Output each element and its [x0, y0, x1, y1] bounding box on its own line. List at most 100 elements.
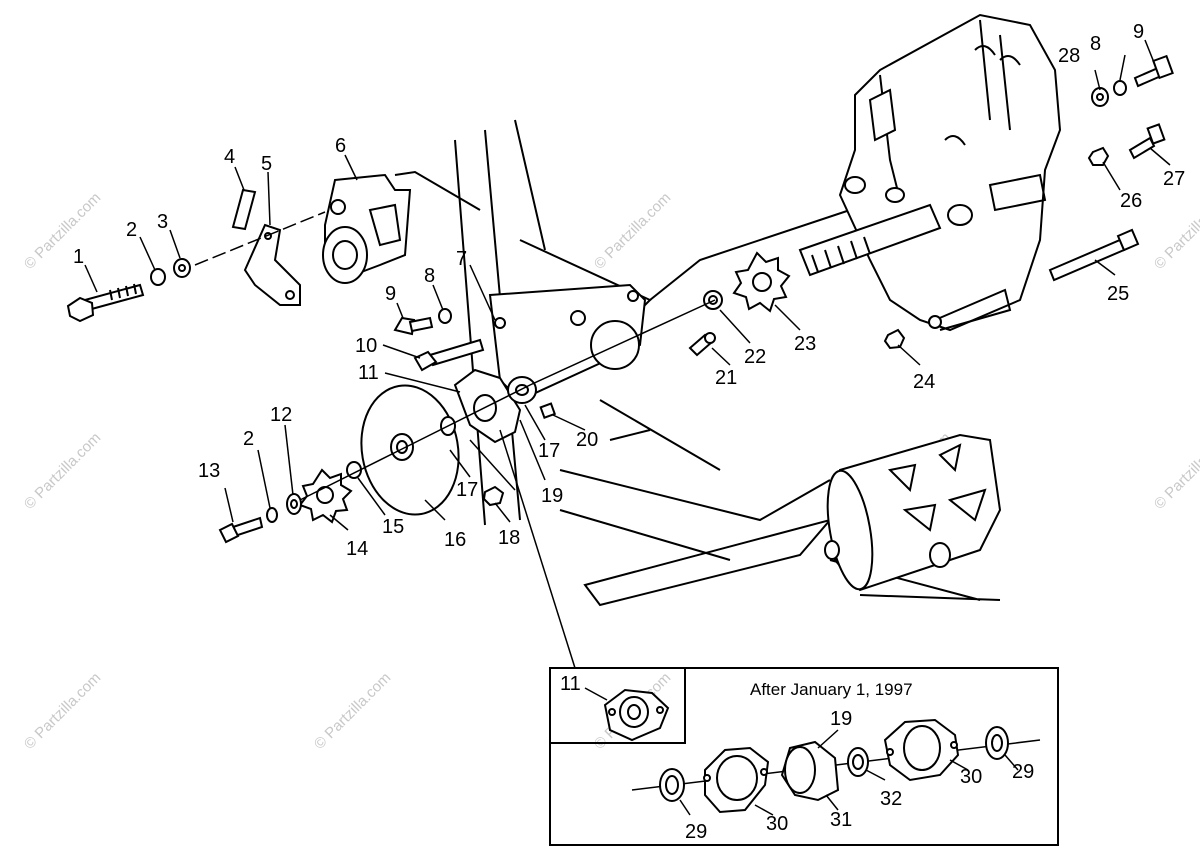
callout-32: 32 — [880, 788, 902, 810]
leader — [817, 729, 839, 749]
inset-flange-30-left — [703, 746, 770, 814]
bolt-27 — [1128, 123, 1166, 160]
bearing-19 — [507, 376, 537, 404]
washer-8-mid — [438, 308, 452, 324]
sprocket-23 — [732, 251, 791, 313]
callout-9: 9 — [1133, 21, 1144, 43]
callout-25: 25 — [1107, 283, 1129, 305]
callout-2: 2 — [126, 219, 137, 241]
bolt-13 — [218, 516, 264, 544]
leader — [584, 687, 608, 701]
callout-8: 8 — [1090, 33, 1101, 55]
leader — [754, 804, 774, 816]
watermark: © Partzilla.com — [21, 669, 104, 752]
watermark: © Partzilla.com — [311, 669, 394, 752]
callout-15: 15 — [382, 516, 404, 538]
callout-19: 19 — [830, 708, 852, 730]
bolt-25 — [1048, 228, 1140, 282]
callout-11: 11 — [560, 673, 581, 695]
callout-6: 6 — [335, 135, 346, 157]
callout-26: 26 — [1120, 190, 1142, 212]
output-shaft — [798, 203, 942, 277]
callout-18: 18 — [498, 527, 520, 549]
callout-9: 9 — [385, 283, 396, 305]
engine-block — [838, 13, 1062, 332]
callout-11: 11 — [358, 362, 379, 384]
inset-panel: After January 1, 1997 — [549, 667, 1059, 846]
inset-bearing-11 — [603, 688, 670, 742]
watermark: © Partzilla.com — [1151, 429, 1200, 512]
watermark: © Partzilla.com — [21, 429, 104, 512]
callout-23: 23 — [794, 333, 816, 355]
callout-20: 20 — [576, 429, 598, 451]
watermark: © Partzilla.com — [591, 189, 674, 272]
callout-30: 30 — [960, 766, 982, 788]
nut-18 — [482, 485, 505, 507]
callout-31: 31 — [830, 809, 852, 831]
axis-line-pulley — [299, 299, 716, 501]
callout-29: 29 — [685, 821, 707, 843]
callout-4: 4 — [224, 146, 235, 168]
washer-2-top — [150, 268, 166, 286]
callout-3: 3 — [157, 211, 168, 233]
callout-17: 17 — [456, 479, 478, 501]
callout-2: 2 — [243, 428, 254, 450]
inset-leader — [499, 429, 576, 669]
callout-21: 21 — [715, 367, 737, 389]
inset-flange-30-right — [883, 718, 960, 782]
callout-29: 29 — [1012, 761, 1034, 783]
leader — [1004, 754, 1019, 771]
pulley-16 — [360, 384, 460, 516]
leader — [949, 759, 969, 771]
callout-10: 10 — [355, 335, 377, 357]
callout-1: 1 — [73, 246, 84, 268]
nut-26 — [1087, 146, 1110, 166]
inset-seal-29-left — [659, 768, 685, 802]
callout-19: 19 — [541, 485, 563, 507]
lockwasher-8-top — [1113, 80, 1127, 96]
leader — [679, 799, 691, 816]
sprocket-14 — [298, 468, 353, 524]
inset-bearing-31 — [780, 740, 840, 802]
callout-13: 13 — [198, 460, 220, 482]
plate-4 — [231, 188, 257, 231]
callout-22: 22 — [744, 346, 766, 368]
nut-20 — [539, 402, 557, 419]
callout-16: 16 — [444, 529, 466, 551]
callout-8: 8 — [424, 265, 435, 287]
bracket-5 — [243, 223, 301, 306]
callout-5: 5 — [261, 153, 272, 175]
callout-24: 24 — [913, 371, 935, 393]
washer-12 — [286, 493, 302, 515]
callout-28: 28 — [1058, 45, 1080, 67]
motor-6 — [322, 170, 481, 284]
inset-title: After January 1, 1997 — [750, 680, 913, 699]
callout-14: 14 — [346, 538, 368, 560]
chassis-frame — [454, 119, 1001, 607]
washer-22 — [703, 290, 723, 310]
bolt-10 — [413, 338, 485, 372]
bolt-9-top — [1133, 54, 1174, 88]
callout-7: 7 — [456, 248, 467, 270]
bolt-9-mid — [393, 316, 434, 336]
bolt-1 — [66, 283, 145, 323]
washer-28 — [1091, 87, 1109, 107]
watermark: © Partzilla.com — [1151, 189, 1200, 272]
washer-3 — [173, 258, 191, 278]
callout-17: 17 — [538, 440, 560, 462]
callout-numbers: 1 2 3 4 5 6 7 8 9 10 11 12 2 13 14 15 16… — [73, 21, 1185, 843]
washer-2-low — [266, 507, 278, 523]
bracket-leader — [469, 439, 516, 491]
callout-27: 27 — [1163, 168, 1185, 190]
watermark: © Partzilla.com — [21, 189, 104, 272]
callout-leaders — [84, 39, 1171, 531]
inset-collar-32 — [847, 747, 869, 777]
callout-30: 30 — [766, 813, 788, 835]
leader — [865, 769, 886, 781]
axis-line-bolt-1 — [194, 211, 326, 266]
bolt-21 — [688, 332, 716, 357]
nut-24 — [883, 328, 906, 350]
muffler — [824, 433, 1002, 592]
leader — [825, 794, 839, 811]
